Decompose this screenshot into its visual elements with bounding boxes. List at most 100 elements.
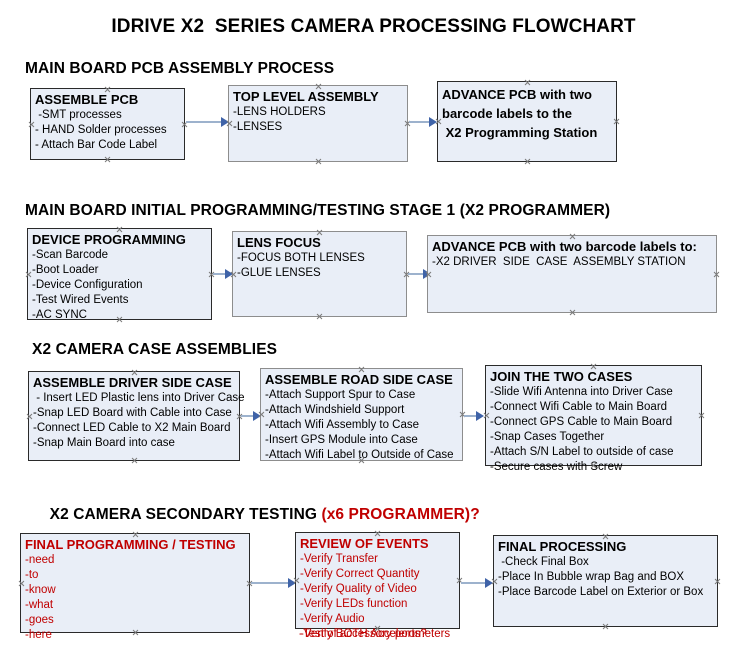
node-line: -LENSES	[233, 121, 283, 133]
resize-handle-bottom[interactable]	[104, 156, 111, 163]
connector-driver-to-road	[241, 415, 259, 417]
node-line: -here	[25, 629, 52, 641]
resize-handle-bottom[interactable]	[358, 457, 365, 464]
node-line: - Insert LED Plastic lens into Driver Ca…	[33, 392, 245, 404]
resize-handle-top[interactable]	[132, 531, 139, 538]
resize-handle-top[interactable]	[374, 530, 381, 537]
node-line: -SMT processes	[35, 109, 122, 121]
node-assemble-driver-side-case[interactable]: ASSEMBLE DRIVER SIDE CASE - Insert LED P…	[26, 369, 245, 464]
section-heading-text: X2 CAMERA SECONDARY TESTING	[49, 506, 322, 523]
arrow-icon	[485, 578, 493, 588]
node-line: -Snap Main Board into case	[33, 437, 175, 449]
resize-handle-bottom[interactable]	[569, 309, 576, 316]
connection-handle-left[interactable]	[491, 578, 498, 585]
node-title: ADVANCE PCB with two barcode labels to:	[432, 239, 697, 254]
node-line: -AC SYNC	[32, 309, 87, 321]
section-heading-initial-programming: MAIN BOARD INITIAL PROGRAMMING/TESTING S…	[25, 202, 611, 219]
node-line: -Attach Wifi Label to Outside of Case	[265, 449, 454, 461]
resize-handle-top[interactable]	[602, 533, 609, 540]
node-title: TOP LEVEL ASSEMBLY	[233, 89, 379, 104]
node-line: -Connect LED Cable to X2 Main Board	[33, 422, 231, 434]
node-advance-pcb-programming-station[interactable]: ADVANCE PCB with two barcode labels to t…	[437, 81, 617, 162]
node-line: - HAND Solder processes	[35, 124, 167, 136]
connection-handle-left[interactable]	[25, 271, 32, 278]
node-line: -Slide Wifi Antenna into Driver Case	[490, 386, 673, 398]
node-line: -Insert GPS Module into Case	[265, 434, 418, 446]
node-title: LENS FOCUS	[237, 235, 321, 250]
connector-road-to-join	[464, 415, 482, 417]
node-join-the-two-cases[interactable]: JOIN THE TWO CASES -Slide Wifi Antenna i…	[483, 363, 705, 473]
connector-lens-to-advance	[408, 273, 428, 275]
resize-handle-top[interactable]	[358, 366, 365, 373]
connection-handle-left[interactable]	[26, 413, 33, 420]
connection-handle-right[interactable]	[698, 412, 705, 419]
resize-handle-top[interactable]	[116, 226, 123, 233]
node-advance-pcb-driver-side[interactable]: ADVANCE PCB with two barcode labels to: …	[427, 235, 717, 313]
node-top-level-assembly[interactable]: TOP LEVEL ASSEMBLY -LENS HOLDERS -LENSES	[228, 85, 408, 162]
node-assemble-pcb[interactable]: ASSEMBLE PCB -SMT processes - HAND Solde…	[30, 88, 185, 160]
connection-handle-left[interactable]	[258, 411, 265, 418]
connection-handle-left[interactable]	[18, 580, 25, 587]
connection-handle-left[interactable]	[425, 271, 432, 278]
connection-handle-left[interactable]	[483, 412, 490, 419]
node-line: -FOCUS BOTH LENSES	[237, 252, 365, 264]
node-line: -Attach Support Spur to Case	[265, 389, 416, 401]
resize-handle-top[interactable]	[316, 229, 323, 236]
node-line: -Snap LED Board with Cable into Case	[33, 407, 232, 419]
resize-handle-bottom[interactable]	[315, 158, 322, 165]
node-line: -Verify Quality of Video	[300, 583, 417, 595]
connection-handle-right[interactable]	[613, 118, 620, 125]
node-lens-focus[interactable]: LENS FOCUS -FOCUS BOTH LENSES -GLUE LENS…	[232, 231, 407, 317]
arrow-icon	[476, 411, 484, 421]
node-line: -X2 DRIVER SIDE CASE ASSEMBLY STATION	[432, 256, 686, 268]
node-title: ASSEMBLE PCB	[35, 92, 139, 107]
node-final-processing[interactable]: FINAL PROCESSING -Check Final Box -Place…	[493, 535, 718, 627]
resize-handle-bottom[interactable]	[116, 316, 123, 323]
resize-handle-bottom[interactable]	[524, 158, 531, 165]
resize-handle-top[interactable]	[315, 83, 322, 90]
connector-pcb-to-assembly	[186, 121, 226, 123]
node-assemble-road-side-case[interactable]: ASSEMBLE ROAD SIDE CASE -Attach Support …	[260, 368, 463, 461]
node-device-programming[interactable]: DEVICE PROGRAMMING -Scan Barcode -Boot L…	[25, 226, 212, 323]
connection-handle-left[interactable]	[28, 121, 35, 128]
node-review-of-events[interactable]: REVIEW OF EVENTS -Verify Transfer -Verif…	[293, 530, 460, 640]
resize-handle-bottom[interactable]	[590, 462, 597, 469]
resize-handle-top[interactable]	[524, 79, 531, 86]
node-title: ADVANCE PCB with two barcode labels to t…	[442, 87, 598, 140]
section-heading-accent: (x6 PROGRAMMER)?	[321, 506, 480, 523]
node-line: -Verify BOTH Accelerometers	[300, 628, 451, 640]
node-line: -Verify Audio	[300, 613, 365, 625]
resize-handle-top[interactable]	[104, 86, 111, 93]
connection-handle-right[interactable]	[714, 578, 721, 585]
connection-handle-left[interactable]	[293, 577, 300, 584]
node-title: FINAL PROGRAMMING / TESTING	[25, 537, 236, 552]
connection-handle-right[interactable]	[713, 271, 720, 278]
connection-handle-left[interactable]	[226, 120, 233, 127]
resize-handle-bottom[interactable]	[131, 457, 138, 464]
node-line: -need	[25, 554, 55, 566]
node-final-programming-testing[interactable]: FINAL PROGRAMMING / TESTING -need -to -k…	[18, 531, 250, 641]
resize-handle-bottom[interactable]	[316, 313, 323, 320]
connector-assembly-to-advance	[409, 121, 434, 123]
resize-handle-top[interactable]	[590, 363, 597, 370]
resize-handle-top[interactable]	[131, 369, 138, 376]
connection-handle-left[interactable]	[435, 118, 442, 125]
connector-final-prog-to-review	[251, 582, 294, 584]
resize-handle-bottom[interactable]	[602, 623, 609, 630]
section-heading-pcb-assembly: MAIN BOARD PCB ASSEMBLY PROCESS	[25, 60, 335, 77]
connection-handle-left[interactable]	[230, 271, 237, 278]
node-line: -Verify Correct Quantity	[300, 568, 420, 580]
connector-review-to-final-processing	[461, 582, 491, 584]
node-line: -Connect Wifi Cable to Main Board	[490, 401, 668, 413]
node-line: -Attach Wifi Assembly to Case	[265, 419, 420, 431]
node-line: - Attach Bar Code Label	[35, 139, 158, 151]
node-line: -goes	[25, 614, 54, 626]
node-line: -Check Final Box	[498, 556, 589, 568]
node-line-overflow-review-of-events: -Test of accessory ports?	[299, 628, 427, 640]
node-title: ASSEMBLE ROAD SIDE CASE	[265, 372, 453, 387]
resize-handle-bottom[interactable]	[132, 629, 139, 636]
arrow-icon	[429, 117, 437, 127]
resize-handle-top[interactable]	[569, 233, 576, 240]
node-line: -Secure cases with Screw	[490, 461, 623, 473]
